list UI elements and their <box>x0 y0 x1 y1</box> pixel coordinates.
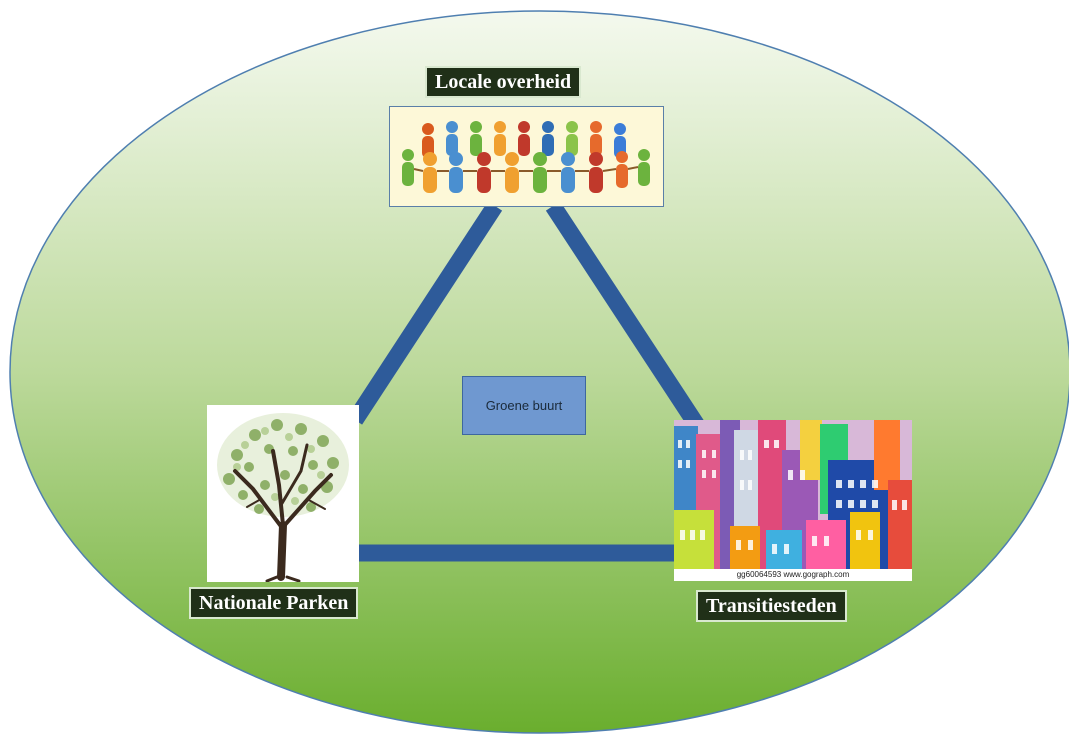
city-image-caption: gg60064593 www.gograph.com <box>674 569 912 581</box>
node-label-national-parks: Nationale Parken <box>189 587 359 619</box>
people-back-row <box>422 121 626 158</box>
node-label-transition-towns: Transitiesteden <box>696 590 847 622</box>
center-node-label: Groene buurt <box>485 398 563 413</box>
edge-top-right <box>545 201 708 435</box>
people-figures <box>402 121 650 193</box>
city-windows <box>678 440 907 554</box>
tree-drawing <box>217 413 349 582</box>
people-holding-hands-image <box>389 106 664 207</box>
colorful-city-image: gg60064593 www.gograph.com <box>674 420 912 581</box>
people-front-row <box>402 149 650 193</box>
edge-top-left <box>347 201 503 425</box>
tree-trunk <box>233 443 333 582</box>
tree-image <box>207 405 359 582</box>
city-drawing <box>674 420 912 569</box>
triangle <box>347 201 708 562</box>
node-label-local-government: Locale overheid <box>425 66 582 98</box>
center-node-groene-buurt: Groene buurt <box>462 376 586 435</box>
